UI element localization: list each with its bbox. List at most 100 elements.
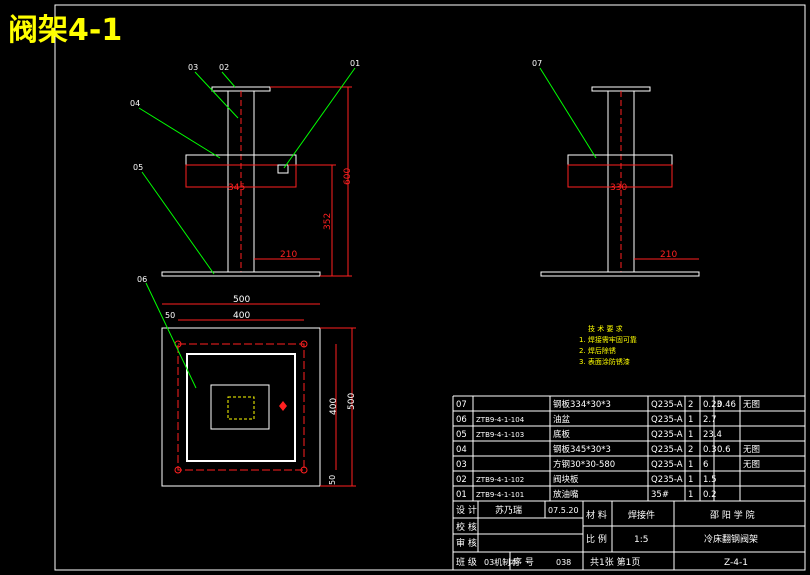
parts-cell-code: ZTB9-4-1-103 [476, 431, 524, 439]
parts-cell-no: 04 [456, 445, 467, 455]
dim-210-right: 210 [660, 250, 677, 260]
notes-line-2: 2. 焊后除锈 [579, 346, 616, 355]
parts-cell-material: Q235-A [651, 445, 683, 455]
dim-400-v: 400 [329, 398, 339, 415]
callout-05: 05 [133, 163, 143, 172]
parts-cell-w2: 0.46 [717, 400, 736, 410]
parts-cell-code: ZTB9-4-1-101 [476, 491, 524, 499]
base-plate [161, 271, 321, 277]
dim-500: 500 [233, 295, 250, 305]
tb-drawing-name: 冷床翻钢阀架 [704, 533, 758, 545]
parts-cell-material: 35# [651, 490, 669, 500]
bolt-hole-bl [174, 466, 182, 474]
notes-heading: 技 术 要 求 [588, 324, 623, 333]
tb-school: 邵 阳 学 院 [710, 509, 755, 521]
parts-cell-code: ZTB9-4-1-104 [476, 416, 525, 424]
parts-cell-qty: 2 [688, 445, 693, 455]
top-plate-right [591, 86, 651, 92]
drawing-frame [54, 4, 806, 571]
right-elevation: 330 210 07 [532, 59, 700, 277]
leader-04 [138, 107, 221, 159]
tb-class-value: 03机制本 [484, 557, 518, 567]
parts-cell-name: 放油嘴 [553, 489, 579, 500]
tb-material-label: 材 料 [586, 509, 607, 521]
tb-seq-value: 038 [556, 558, 571, 567]
leader-01 [283, 67, 356, 169]
plan-pan-outline [186, 353, 296, 462]
parts-cell-no: 05 [456, 430, 467, 440]
callout-03: 03 [188, 63, 198, 72]
tb-drawing-no: Z-4-1 [724, 558, 748, 568]
plan-outer [161, 327, 321, 487]
dim-50: 50 [165, 311, 175, 320]
parts-cell-w1: 6 [703, 460, 708, 470]
parts-cell-w1: 0.23 [703, 400, 722, 410]
tb-designer: 苏乃瑞 [495, 504, 522, 516]
parts-cell-w1: 0.2 [703, 490, 717, 500]
dim-330: 330 [610, 183, 627, 193]
bolt-hole-tr [300, 340, 308, 348]
parts-cell-remark: 无图 [743, 400, 760, 410]
callout-01: 01 [350, 59, 360, 68]
parts-cell-qty: 1 [688, 490, 693, 500]
notes-line-1: 1. 焊接需牢固可靠 [579, 335, 637, 344]
parts-cell-name: 方钢30*30-580 [553, 459, 615, 470]
parts-cell-material: Q235-A [651, 475, 683, 485]
tb-scale-label: 比 例 [586, 533, 607, 545]
drawing-title: 阀架4-1 [8, 13, 122, 48]
parts-cell-no: 06 [456, 415, 467, 425]
leader-05 [141, 171, 215, 275]
tb-date: 07.5.20 [548, 506, 579, 515]
plan-top-plate [210, 384, 270, 430]
parts-cell-code: ZTB9-4-1-102 [476, 476, 524, 484]
plan-column [227, 396, 255, 420]
parts-cell-material: Q235-A [651, 430, 683, 440]
dim-400: 400 [233, 311, 250, 321]
parts-cell-name: 钢板334*30*3 [553, 399, 611, 410]
top-plate [211, 86, 271, 92]
parts-cell-remark: 无图 [743, 460, 760, 470]
tb-review-label: 审 核 [456, 537, 477, 549]
plan-bolt-circle [177, 343, 305, 471]
parts-cell-material: Q235-A [651, 400, 683, 410]
parts-cell-qty: 1 [688, 415, 693, 425]
base-plate-right [540, 271, 700, 277]
dim-210-left: 210 [280, 250, 297, 260]
tb-scale-value: 1:5 [634, 535, 648, 545]
bolt-hole-br [300, 466, 308, 474]
dim-50-v: 50 [328, 475, 337, 485]
callout-04: 04 [130, 99, 140, 108]
tb-design-label: 设 计 [456, 504, 477, 516]
parts-cell-name: 钢板345*30*3 [553, 444, 611, 455]
dim-500-v: 500 [347, 393, 357, 410]
leader-07 [539, 67, 597, 159]
parts-cell-w2: 0.6 [717, 445, 731, 455]
leader-02 [221, 71, 236, 88]
left-elevation: 345 600 352 210 03 02 01 04 05 [130, 59, 360, 277]
notes-line-3: 3. 表面涂防锈漆 [579, 357, 630, 366]
parts-cell-no: 01 [456, 490, 467, 500]
titleblock-border [452, 500, 806, 571]
title-block: 设 计 苏乃瑞 07.5.20 校 核 审 核 材 料 焊接件 邵 阳 学 院 … [452, 500, 806, 571]
leader-06 [145, 282, 197, 389]
parts-cell-qty: 1 [688, 475, 693, 485]
parts-cell-qty: 1 [688, 460, 693, 470]
parts-cell-name: 阀块板 [553, 474, 579, 485]
plan-view: 500 400 50 500 400 50 06 [137, 275, 357, 487]
parts-cell-qty: 2 [688, 400, 693, 410]
callout-02: 02 [219, 63, 229, 72]
parts-cell-name: 油盆 [553, 414, 571, 425]
tb-class-label: 班 级 [456, 556, 477, 568]
dim-345: 345 [228, 183, 245, 193]
tb-sheets: 共1张 第1页 [590, 556, 640, 568]
tech-notes: 技 术 要 求 1. 焊接需牢固可靠 2. 焊后除锈 3. 表面涂防锈漆 [579, 324, 637, 366]
parts-cell-material: Q235-A [651, 415, 683, 425]
parts-cell-no: 03 [456, 460, 467, 470]
parts-cell-w1: 23.4 [703, 430, 722, 440]
tb-seq-label: 序 号 [513, 556, 534, 568]
tb-check-label: 校 核 [456, 521, 477, 533]
tb-material-value: 焊接件 [628, 509, 655, 521]
parts-cell-no: 07 [456, 400, 467, 410]
parts-cell-w1: 2.7 [703, 415, 717, 425]
